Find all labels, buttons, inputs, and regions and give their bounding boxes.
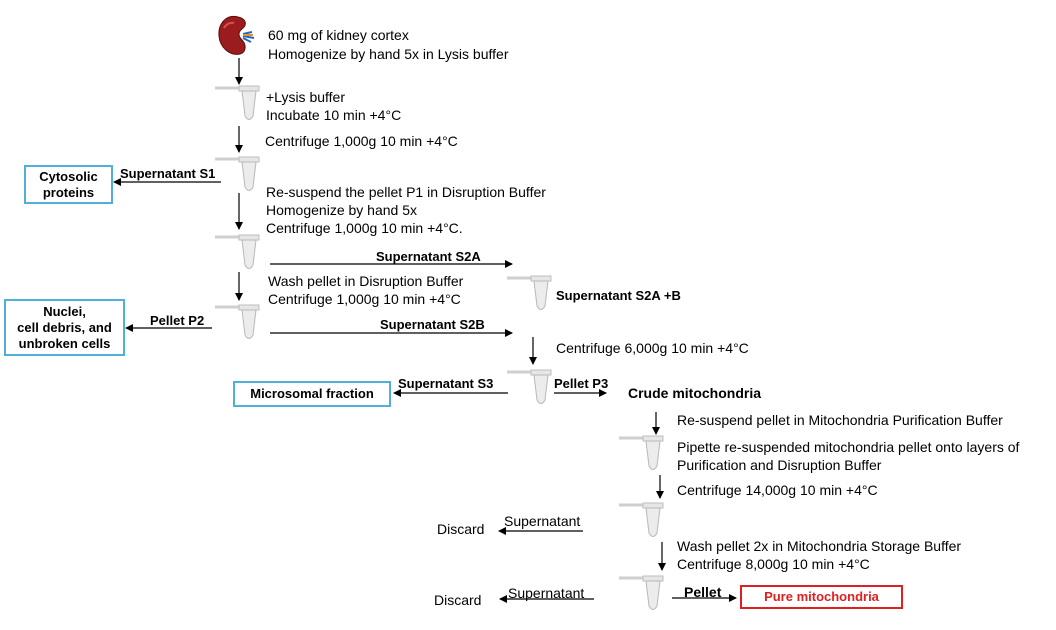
tube-icon-4 [215,304,260,339]
step-resuspend-line2: Homogenize by hand 5x [266,202,417,218]
step-lysis-line2: Incubate 10 min +4°C [266,107,402,123]
step-resuspend-mito: Re-suspend pellet in Mitochondria Purifi… [677,412,1003,428]
label-discard-2: Discard [434,592,482,608]
label-discard-1: Discard [437,521,485,537]
box-cytosolic-proteins: Cytosolic proteins [24,165,113,204]
label-pellet-p3: Pellet P3 [554,376,609,391]
tube-icon-3 [215,234,260,269]
kidney-icon [218,15,255,55]
step-wash2-line2: Centrifuge 8,000g 10 min +4°C [677,556,870,572]
step-kidney-line2: Homogenize by hand 5x in Lysis buffer [268,46,509,62]
label-pellet: Pellet [684,584,722,600]
step-wash2-line1: Wash pellet 2x in Mitochondria Storage B… [677,538,962,554]
box-pure-mitochondria: Pure mitochondria [740,585,903,609]
step-resuspend-line1: Re-suspend the pellet P1 in Disruption B… [266,184,546,200]
label-supernatant-s2b: Supernatant S2B [380,317,485,332]
step-pipette-line1: Pipette re-suspended mitochondria pellet… [677,439,1020,455]
label-crude-mitochondria: Crude mitochondria [628,385,762,401]
step-centrifuge-1: Centrifuge 1,000g 10 min +4°C [265,133,458,149]
label-pellet-p2: Pellet P2 [150,313,205,328]
step-kidney-line1: 60 mg of kidney cortex [268,27,409,43]
label-supernatant-s1: Supernatant S1 [120,166,216,181]
tube-icon-2 [215,156,260,191]
label-supernatant-s2a: Supernatant S2A [376,249,481,264]
box-microsomal-fraction: Microsomal fraction [233,381,391,407]
step-centrifuge-6000: Centrifuge 6,000g 10 min +4°C [556,340,749,356]
tube-icon-6 [507,369,552,404]
tube-icon-1 [215,85,260,120]
tube-icon-8 [619,502,664,537]
label-supernatant-s2a-b: Supernatant S2A +B [556,288,681,303]
step-lysis-line1: +Lysis buffer [266,89,345,105]
step-centrifuge-14000: Centrifuge 14,000g 10 min +4°C [677,482,878,498]
tube-icon-9 [619,575,664,610]
tube-icon-5 [507,275,552,310]
label-supernatant-1: Supernatant [504,513,581,529]
step-wash-line2: Centrifuge 1,000g 10 min +4°C [268,291,461,307]
step-resuspend-line3: Centrifuge 1,000g 10 min +4°C. [266,220,463,236]
box-nuclei-debris: Nuclei, cell debris, and unbroken cells [4,299,125,356]
tube-icon-7 [619,435,664,470]
step-wash-line1: Wash pellet in Disruption Buffer [268,273,464,289]
label-supernatant-s3: Supernatant S3 [398,376,494,391]
label-supernatant-2: Supernatant [508,585,585,601]
step-pipette-line2: Purification and Disruption Buffer [677,457,882,473]
